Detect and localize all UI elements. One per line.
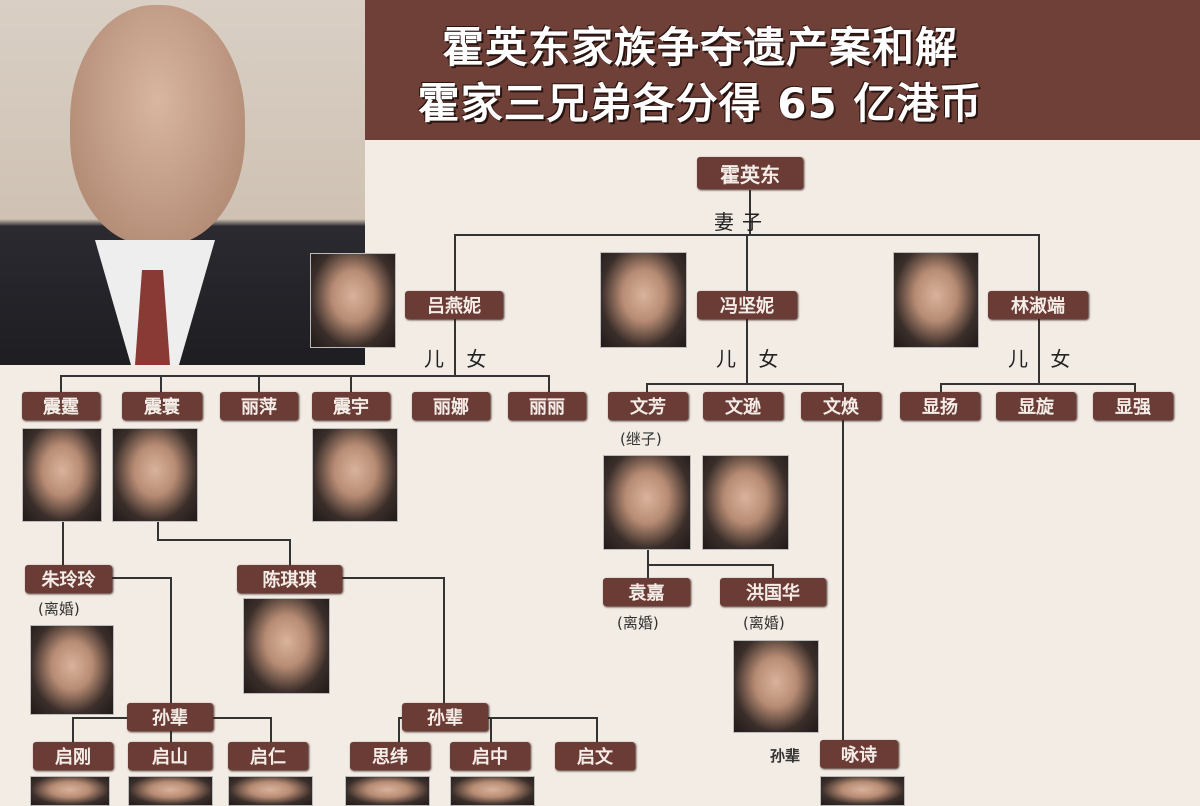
connector	[160, 375, 162, 392]
connector	[596, 717, 598, 742]
connector	[772, 564, 774, 578]
node-child: 文逊	[703, 392, 783, 420]
connector	[157, 539, 290, 541]
node-grandchild: 启文	[555, 742, 635, 770]
photo-grandchild	[228, 776, 313, 806]
node-wife-3: 林淑端	[988, 291, 1088, 319]
node-spouse: 陈琪琪	[237, 565, 342, 593]
connector	[842, 383, 844, 740]
connector	[646, 383, 844, 385]
photo-wife-2	[600, 252, 687, 348]
node-child: 震寰	[122, 392, 202, 420]
node-grandchild: 思纬	[350, 742, 430, 770]
node-grandchild: 启中	[450, 742, 530, 770]
wives-label: 妻子	[714, 210, 770, 234]
node-spouse: 袁嘉	[603, 578, 690, 606]
connector	[342, 577, 445, 579]
node-child: 显扬	[900, 392, 980, 420]
photo-child	[312, 428, 398, 522]
photo-wife-3	[893, 252, 979, 348]
grandchildren-label: 孙辈	[127, 703, 213, 731]
node-child: 文芳	[608, 392, 688, 420]
connector	[157, 522, 159, 540]
connector	[60, 375, 550, 377]
node-grandchild: 启山	[128, 742, 212, 770]
connector	[60, 375, 62, 392]
node-child: 震霆	[22, 392, 100, 420]
connector	[940, 383, 942, 392]
connector	[72, 717, 74, 742]
child-note: (继子)	[620, 430, 662, 448]
connector	[350, 375, 352, 392]
connector	[270, 717, 272, 742]
spouse-note: (离婚)	[743, 614, 785, 632]
connector	[398, 717, 400, 742]
node-child: 文焕	[801, 392, 881, 420]
node-wife-2: 冯坚妮	[697, 291, 797, 319]
node-child: 丽娜	[412, 392, 490, 420]
photo-grandchild	[345, 776, 430, 806]
connector	[289, 539, 291, 565]
connector	[749, 190, 751, 235]
connector	[940, 383, 1136, 385]
portrait-photo	[0, 0, 365, 365]
connector	[1134, 383, 1136, 392]
connector	[398, 717, 598, 719]
connector	[647, 564, 774, 566]
children-label: 儿 女	[1008, 347, 1079, 371]
photo-spouse	[243, 598, 330, 694]
photo-spouse	[30, 625, 114, 715]
photo-child	[702, 455, 789, 550]
node-child: 丽丽	[508, 392, 586, 420]
connector	[548, 375, 550, 392]
node-wife-1: 吕燕妮	[405, 291, 503, 319]
connector	[170, 577, 172, 703]
node-grandchild: 咏诗	[820, 740, 898, 768]
title-line-1: 霍英东家族争夺遗产案和解	[441, 23, 958, 72]
connector	[112, 577, 172, 579]
photo-spouse	[733, 640, 819, 733]
children-label: 儿 女	[424, 347, 495, 371]
node-spouse: 洪国华	[720, 578, 826, 606]
node-root: 霍英东	[697, 157, 803, 189]
node-grandchild: 启刚	[33, 742, 113, 770]
spouse-note: (离婚)	[617, 614, 659, 632]
title-line-2: 霍家三兄弟各分得 65 亿港币	[417, 79, 983, 128]
connector	[490, 717, 492, 742]
photo-child	[22, 428, 102, 522]
node-child: 丽萍	[220, 392, 298, 420]
connector	[62, 522, 64, 565]
photo-grandchild	[30, 776, 110, 806]
node-child: 震宇	[312, 392, 390, 420]
node-spouse: 朱玲玲	[25, 565, 112, 593]
connector	[443, 577, 445, 703]
photo-child	[112, 428, 198, 522]
connector	[646, 383, 648, 392]
grandchildren-label: 孙辈	[402, 703, 488, 731]
grandchild-label: 孙辈	[770, 747, 801, 765]
photo-wife-1	[310, 253, 396, 348]
spouse-note: (离婚)	[38, 600, 80, 618]
node-child: 显强	[1093, 392, 1173, 420]
connector	[258, 375, 260, 392]
photo-grandchild	[820, 776, 905, 806]
node-child: 显旋	[996, 392, 1076, 420]
photo-child	[603, 455, 691, 550]
node-grandchild: 启仁	[228, 742, 308, 770]
children-label: 儿 女	[716, 347, 787, 371]
photo-grandchild	[450, 776, 535, 806]
photo-grandchild	[128, 776, 213, 806]
